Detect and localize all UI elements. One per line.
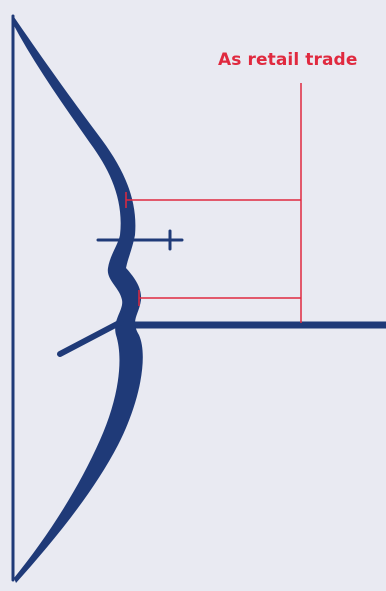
measurement-bracket: [126, 83, 301, 323]
arrow-nock: [60, 322, 121, 354]
bow-limbs: [12, 17, 143, 583]
callout-label: As retail trade: [218, 49, 357, 71]
